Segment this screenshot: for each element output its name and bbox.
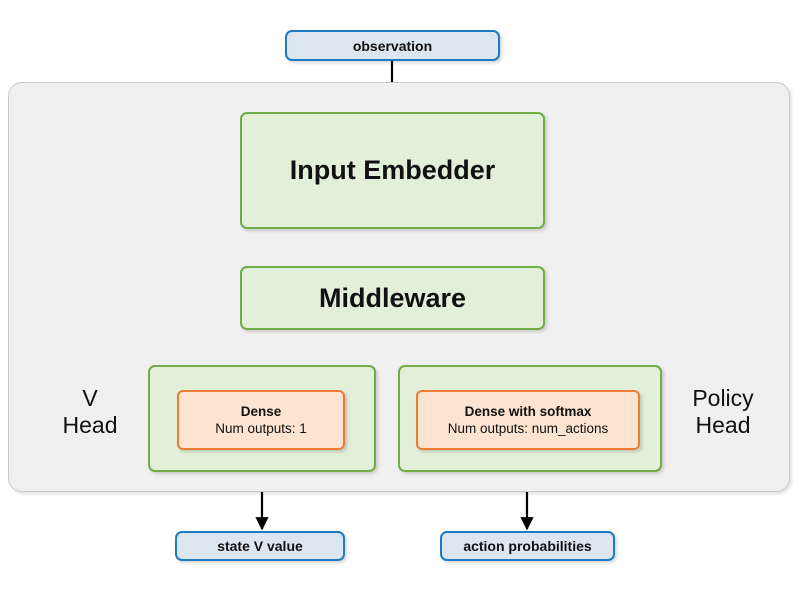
node-v-head-dense[interactable]: Dense Num outputs: 1 xyxy=(177,390,345,450)
node-input-embedder[interactable]: Input Embedder xyxy=(240,112,545,229)
node-policy-head-dense[interactable]: Dense with softmax Num outputs: num_acti… xyxy=(416,390,640,450)
node-middleware-label: Middleware xyxy=(318,282,467,313)
v-head-caption-line2: Head xyxy=(62,412,118,439)
v-head-caption: V Head xyxy=(40,385,140,439)
node-policy-head-dense-subtitle: Num outputs: num_actions xyxy=(447,421,609,436)
node-action-probabilities-label: action probabilities xyxy=(463,538,592,554)
node-action-probabilities[interactable]: action probabilities xyxy=(440,531,615,561)
node-observation-label: observation xyxy=(352,37,433,54)
node-v-head-dense-title: Dense xyxy=(240,403,282,419)
node-policy-head-dense-title: Dense with softmax xyxy=(464,403,592,419)
node-v-head-dense-subtitle: Num outputs: 1 xyxy=(215,421,307,436)
policy-head-caption-line1: Policy xyxy=(692,385,754,411)
policy-head-caption: Policy Head xyxy=(668,385,778,439)
node-input-embedder-label: Input Embedder xyxy=(289,155,496,185)
node-state-v-value[interactable]: state V value xyxy=(175,531,345,561)
node-state-v-value-label: state V value xyxy=(217,538,303,554)
node-observation[interactable]: observation xyxy=(285,30,500,61)
policy-head-caption-line2: Head xyxy=(695,412,751,439)
node-middleware[interactable]: Middleware xyxy=(240,266,545,330)
v-head-caption-line1: V xyxy=(82,385,98,411)
